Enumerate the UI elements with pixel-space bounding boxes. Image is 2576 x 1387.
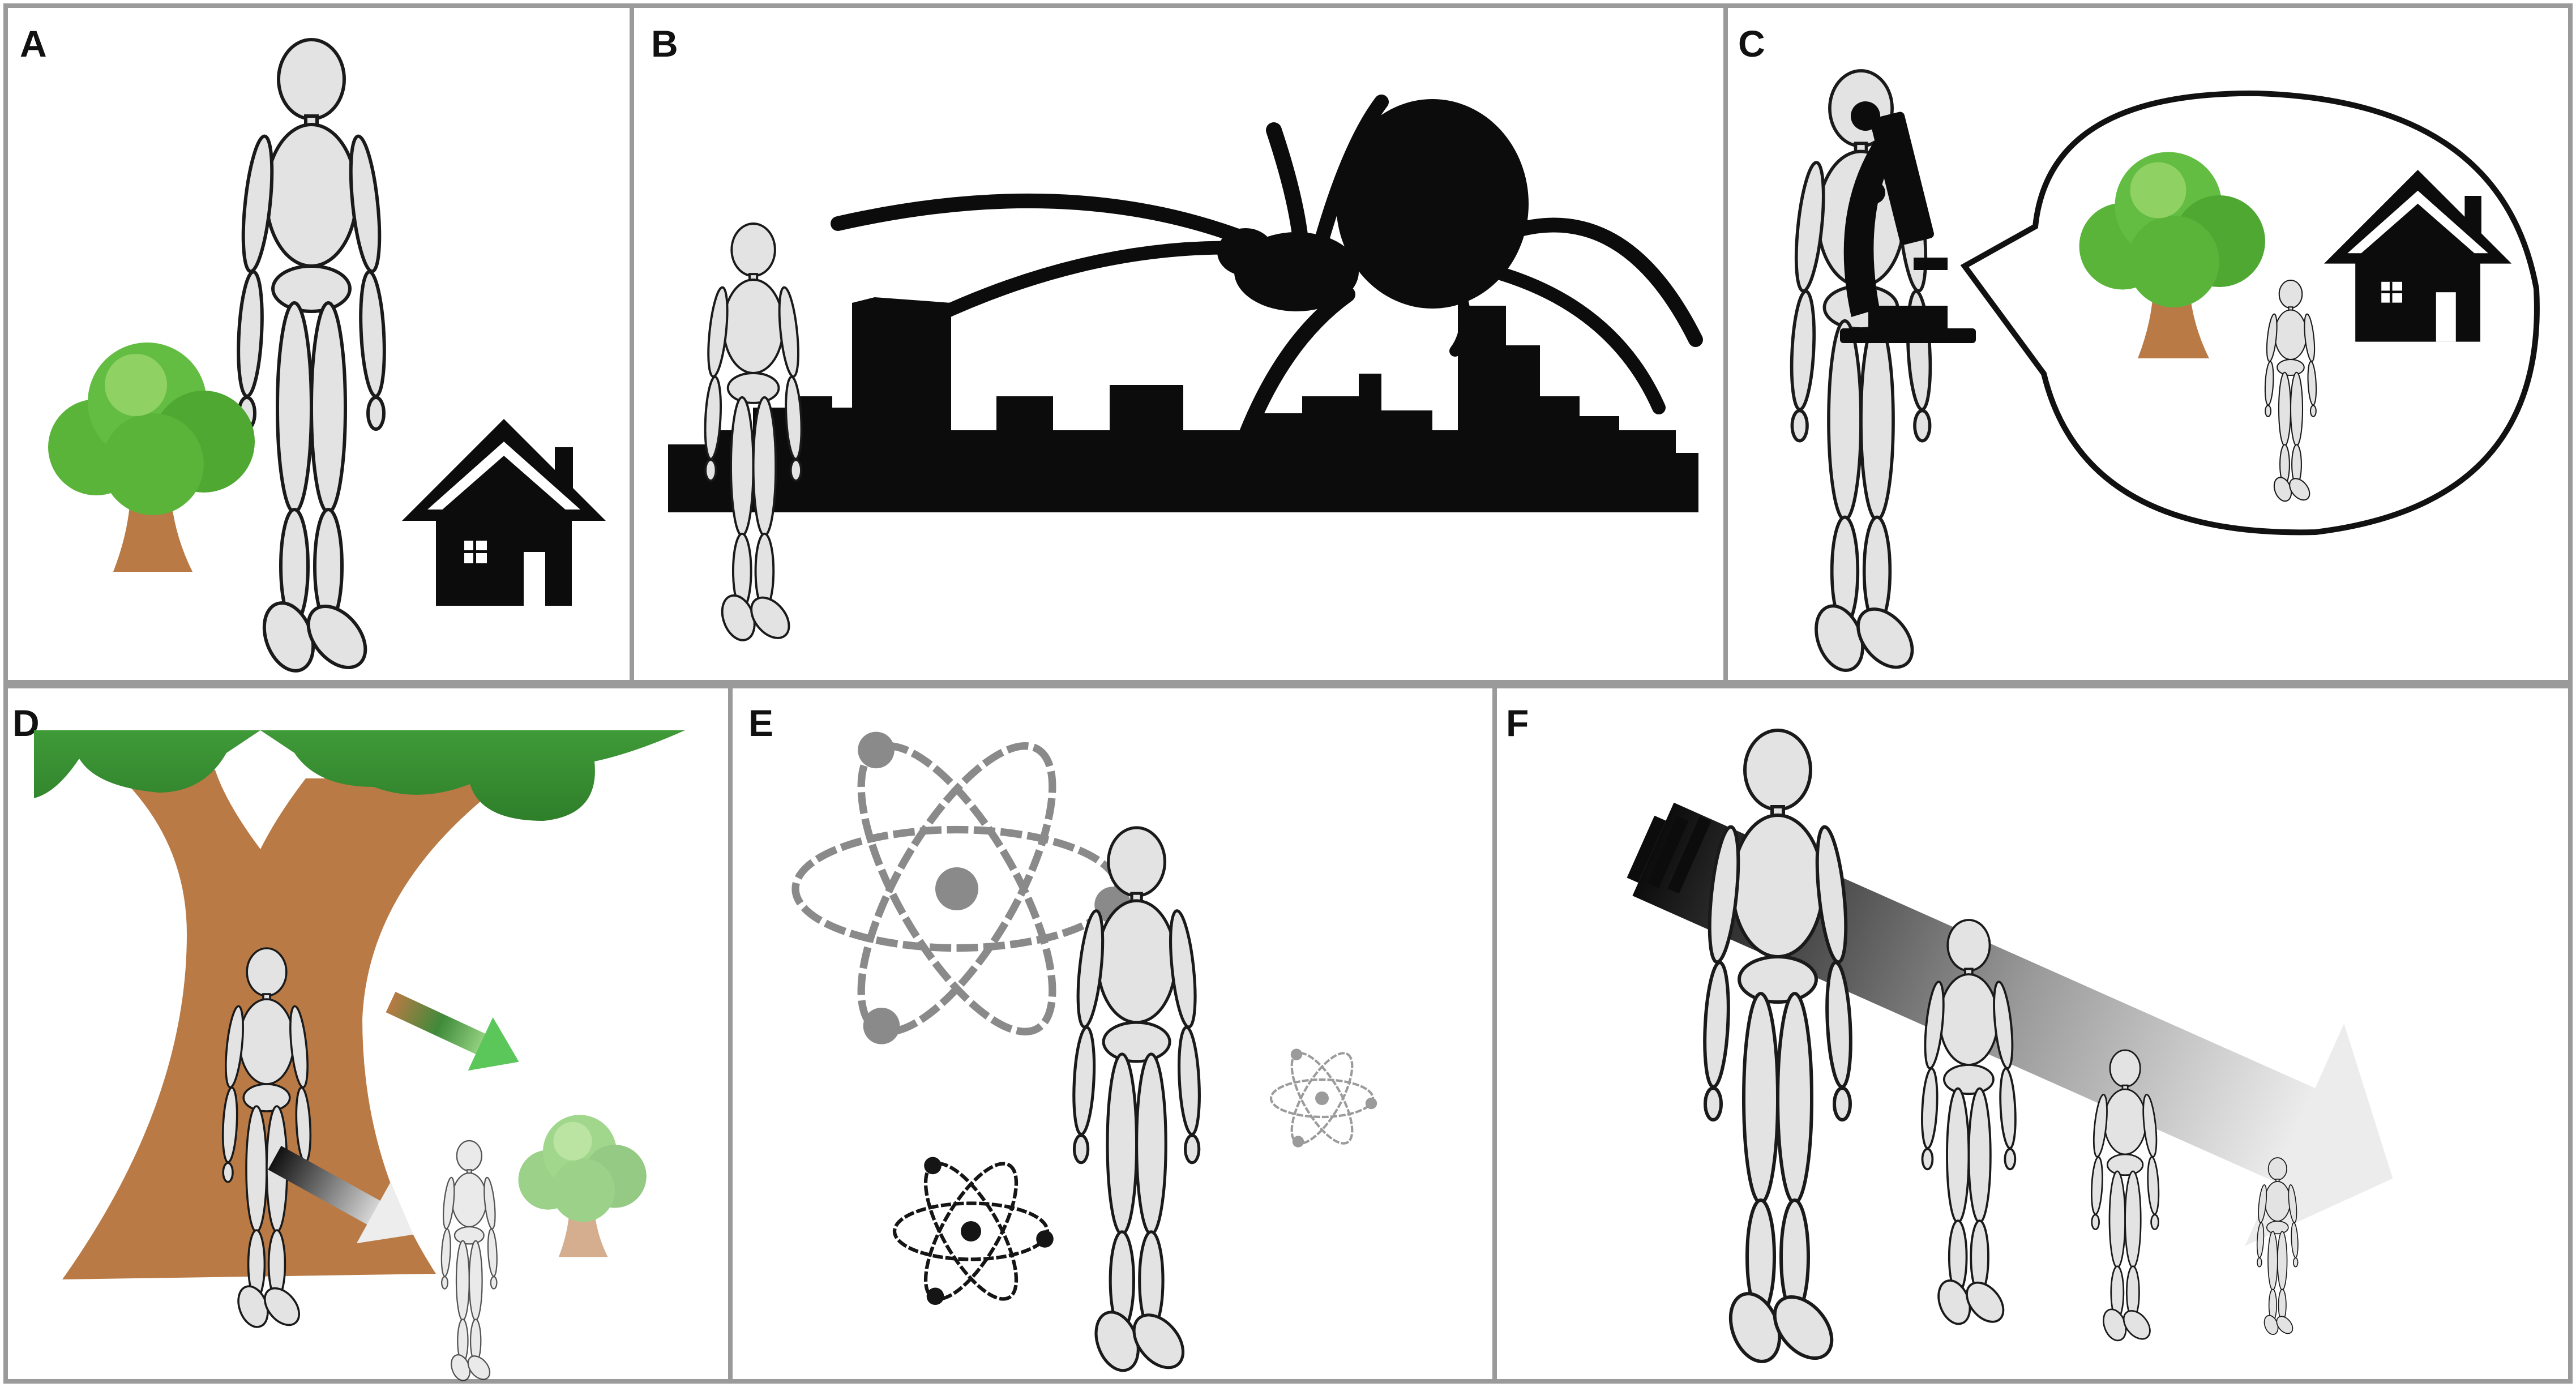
panel-c: C <box>1738 23 2540 678</box>
panel-label-e: E <box>748 702 773 744</box>
city-skyline-icon <box>668 297 1698 512</box>
panel-f: F <box>1506 702 2393 1369</box>
mannequin-figure-icon <box>236 40 387 678</box>
panel-borders <box>3 3 2573 1384</box>
panel-label-c: C <box>1738 23 1765 65</box>
panel-b: B <box>651 23 1703 647</box>
panel-label-a: A <box>20 23 47 65</box>
mannequin-figure-icon <box>1072 828 1202 1377</box>
panel-e: E <box>748 702 1377 1377</box>
microscope-icon <box>1840 101 1976 343</box>
atom-icon <box>895 1151 1054 1311</box>
gradient-arrow-icon <box>268 1146 413 1244</box>
panel-d: D <box>12 702 685 1384</box>
arrow-stripes-icon <box>1627 815 1711 894</box>
mannequin-figure-icon <box>439 1140 499 1384</box>
tree-icon <box>48 343 255 572</box>
tree-icon <box>518 1115 647 1257</box>
panel-label-f: F <box>1506 702 1529 744</box>
panel-a: A <box>20 23 606 678</box>
atom-icon <box>1271 1045 1377 1152</box>
panel-label-b: B <box>651 23 678 65</box>
gradient-arrow-icon <box>386 991 519 1071</box>
tree-canopy-icon <box>34 730 685 821</box>
house-icon <box>402 419 606 606</box>
